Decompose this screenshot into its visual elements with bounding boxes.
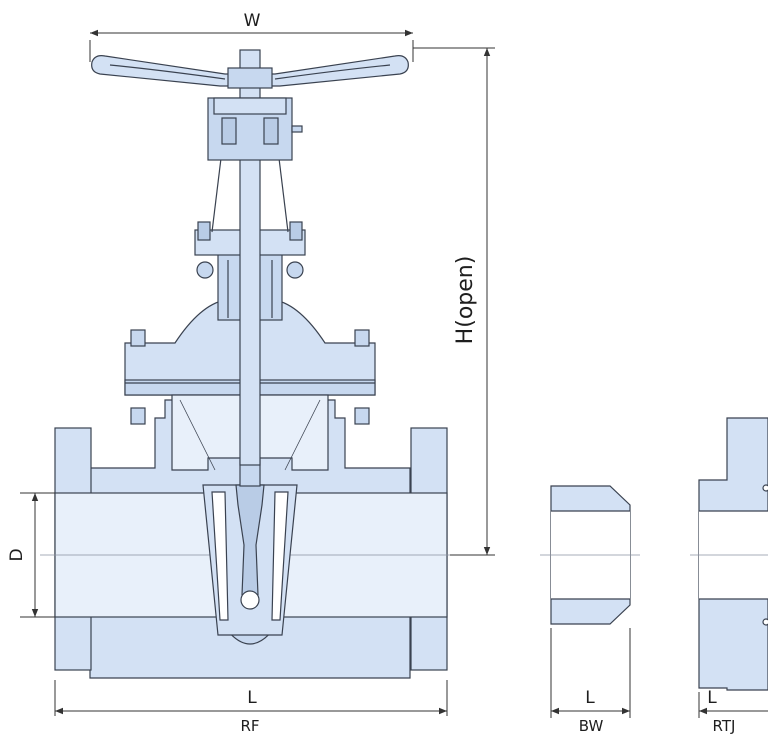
bw-end-drawing [540, 485, 640, 625]
length-rtj-label: L [707, 688, 717, 708]
rf-caption: RF [240, 717, 259, 735]
yoke-nut [207, 97, 303, 161]
rtj-caption: RTJ [713, 717, 736, 735]
handwheel [91, 55, 409, 89]
length-rf-label: L [247, 688, 257, 708]
bolt-left-top [130, 329, 146, 347]
bw-caption: BW [579, 717, 604, 735]
bore-label: D [7, 548, 27, 561]
width-label: W [244, 11, 261, 31]
bolt-right-top [354, 329, 370, 347]
bolt-left-bottom [130, 407, 146, 425]
length-bw-label: L [585, 688, 595, 708]
height-label: H(open) [453, 256, 478, 345]
bolt-right-bottom [354, 407, 370, 425]
valve-wedge [202, 459, 298, 636]
dimension-lines [20, 29, 768, 718]
rtj-end-drawing [690, 417, 768, 691]
valve-yoke [211, 149, 289, 233]
